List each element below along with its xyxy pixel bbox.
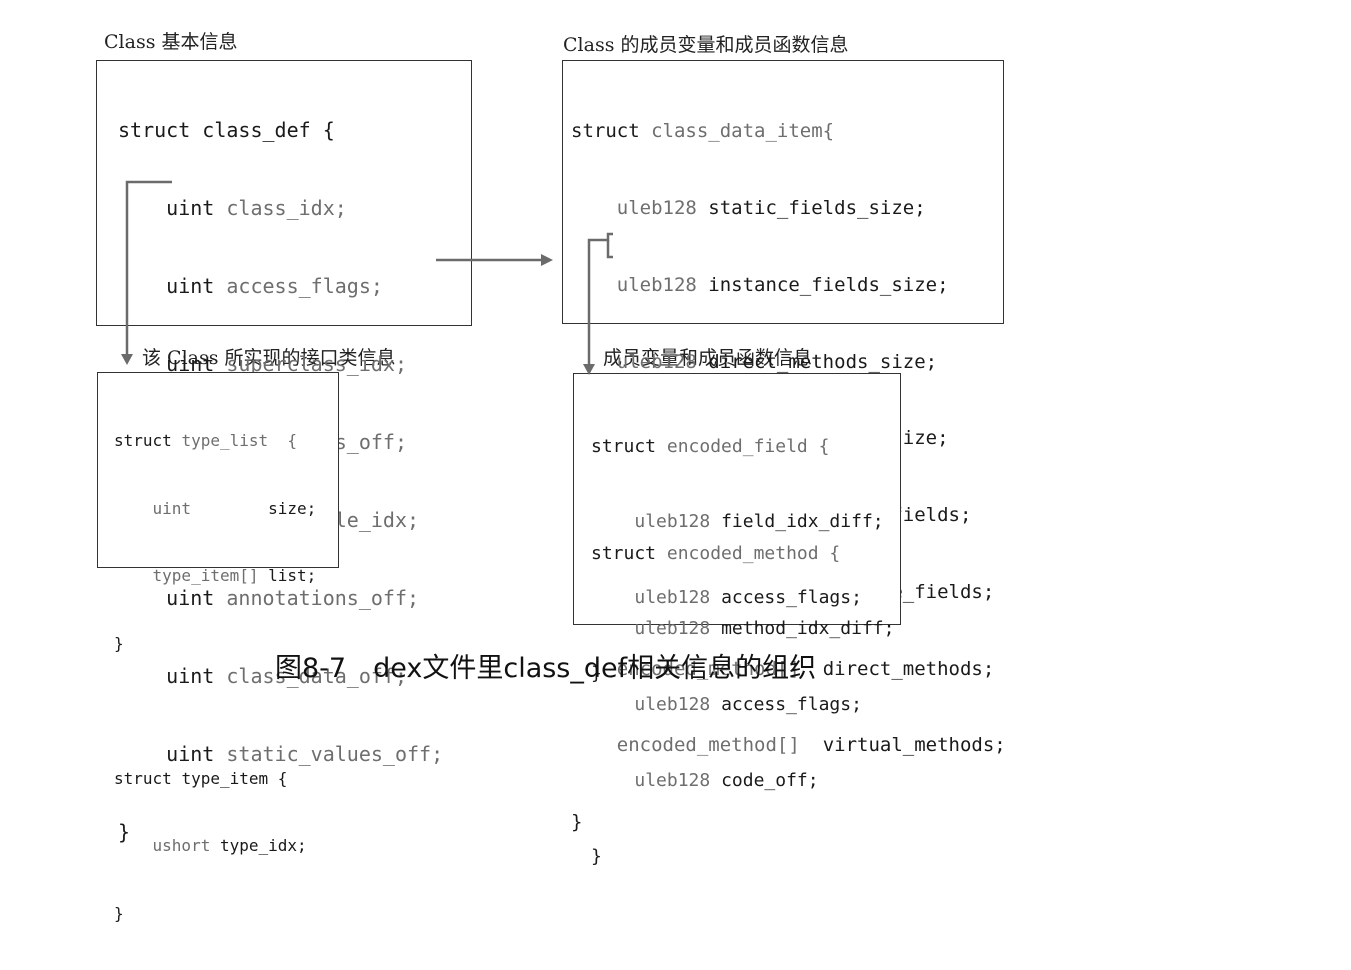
arrowhead-right <box>541 254 553 266</box>
arrowhead-down-left <box>121 354 133 365</box>
arrowhead-down-right <box>583 364 595 375</box>
encoded-field-field: uleb128 field_idx_diff; <box>634 511 884 533</box>
arrow-interfaces-to-type-list <box>125 180 172 357</box>
class-def-field: uint class_idx; <box>166 196 347 220</box>
class-def-field: uint class_data_off; <box>166 664 408 688</box>
encoded-field-code: struct encoded_field { uleb128 field_idx… <box>591 383 884 737</box>
type-list-field: type_item[] list; <box>152 566 317 585</box>
encoded-box: struct encoded_field { uleb128 field_idx… <box>573 373 901 867</box>
arrow-encoded-to-members <box>587 232 613 367</box>
type-list-field: uint size; <box>152 498 317 518</box>
encoded-method-header: struct encoded_method { <box>591 542 841 564</box>
encoded-method-field: uleb128 code_off; <box>634 770 819 792</box>
class-data-item-field: uleb128 static_fields_size; <box>616 196 926 219</box>
encoded-method-field: uleb128 access_flags; <box>634 694 862 716</box>
class-def-field: uint access_flags; <box>166 274 383 298</box>
encoded-field-header: struct encoded_field { <box>591 435 830 457</box>
class-data-item-field: uleb128 instance_fields_size; <box>616 273 949 296</box>
connector-arrows <box>121 180 613 375</box>
class-data-item-field: uleb128 direct_methods_size; <box>616 350 938 373</box>
type-item-close: } <box>114 903 124 923</box>
label-class-data-info: Class 的成员变量和成员函数信息 <box>563 34 849 56</box>
type-list-header: struct type_list { <box>114 431 298 450</box>
class-data-item-field: encoded_method[] direct_methods; <box>616 657 995 680</box>
encoded-method-field: uleb128 method_idx_diff; <box>634 618 895 640</box>
encoded-field-close: } <box>591 663 602 685</box>
type-list-close: } <box>114 633 124 653</box>
label-members-info: 成员变量和成员函数信息 <box>603 347 813 369</box>
arrow-encoded-bracket <box>606 240 613 259</box>
type-item-header: struct type_item { <box>114 768 288 788</box>
figure-caption: 图8-7 dex文件里class_def相关信息的组织 <box>275 653 817 684</box>
encoded-field-field: uleb128 access_flags; <box>634 587 862 609</box>
label-class-basic-info: Class 基本信息 <box>104 31 238 53</box>
label-interfaces-info: 该 Class 所实现的接口类信息 <box>142 347 396 369</box>
class-def-header: struct class_def { <box>118 118 335 142</box>
type-item-field: ushort type_idx; <box>152 836 307 855</box>
class-def-field: uint annotations_off; <box>166 586 420 610</box>
class-data-item-header: struct class_data_item{ <box>571 120 835 143</box>
encoded-method-close: } <box>591 846 602 868</box>
